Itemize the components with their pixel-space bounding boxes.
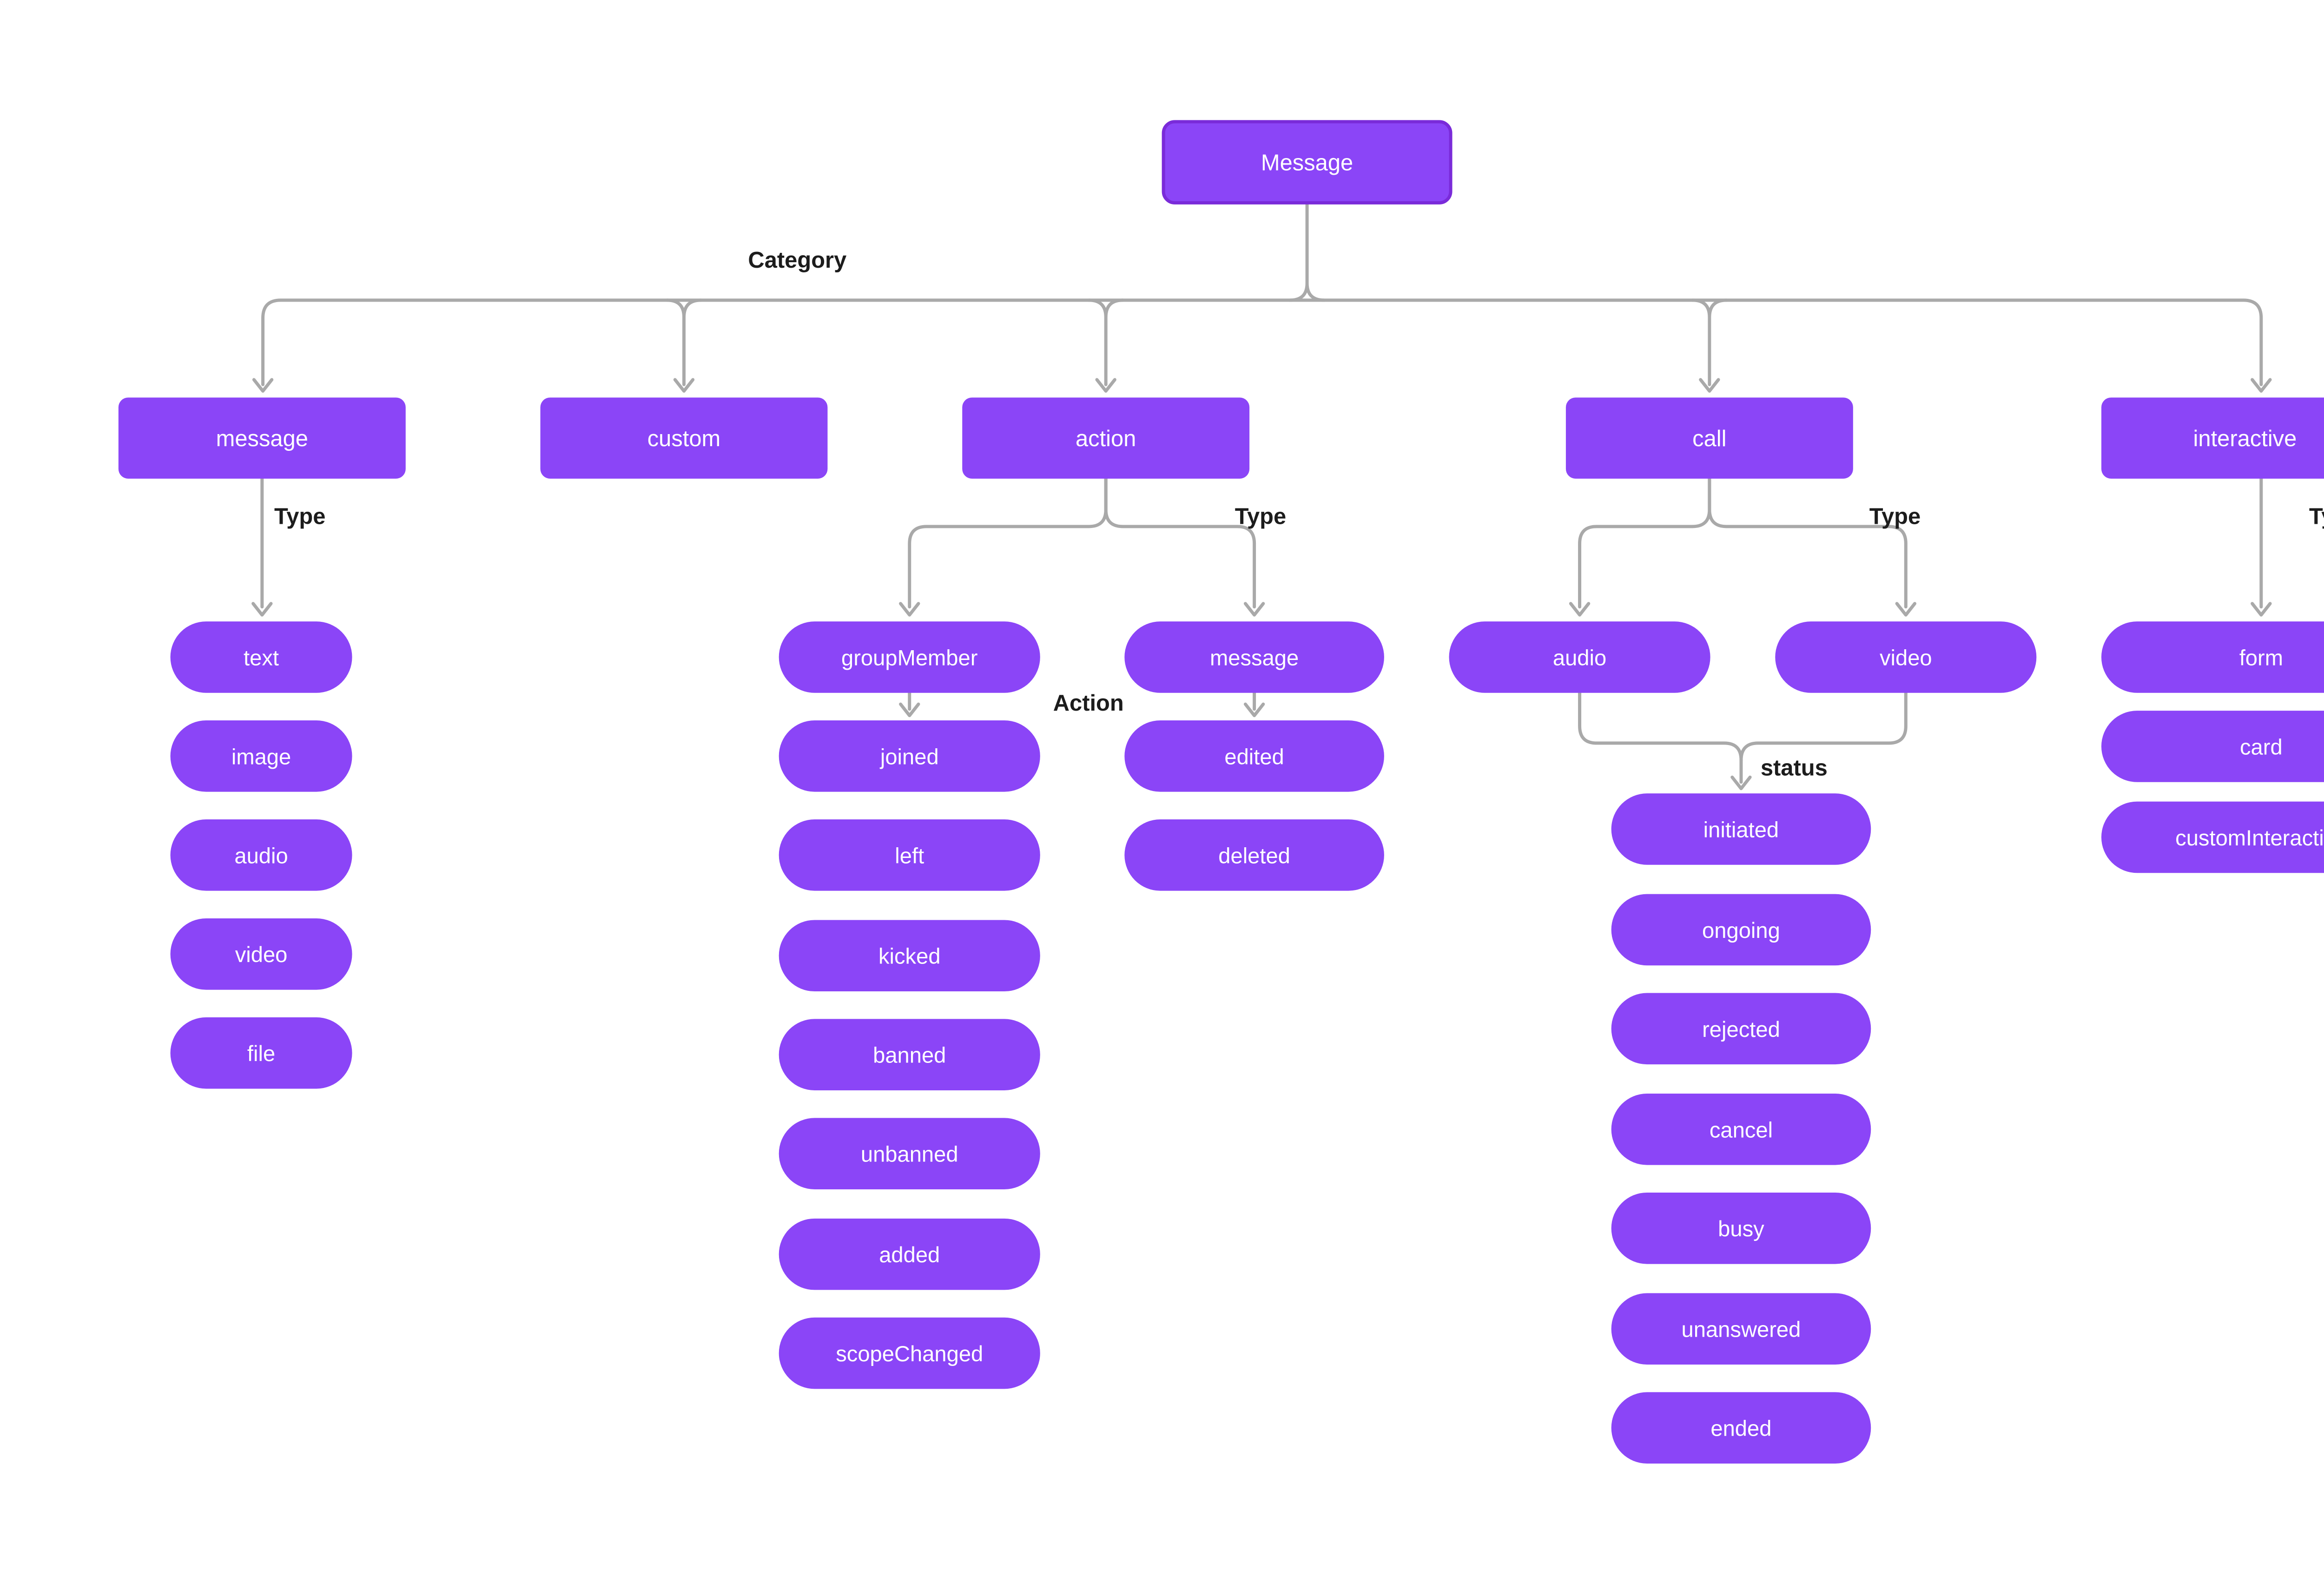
arrowhead-icon — [1895, 602, 1916, 617]
edge-label-action: Action — [1053, 689, 1124, 716]
node-action-left: left — [779, 819, 1040, 891]
node-action-deleted: deleted — [1124, 819, 1384, 891]
edge-label-type-call: Type — [1869, 503, 1921, 529]
edge-call-split-right — [1708, 477, 1908, 609]
node-action-groupmember: groupMember — [779, 621, 1040, 693]
node-action-unbanned: unbanned — [779, 1118, 1040, 1189]
edge-category-bus — [261, 298, 2263, 386]
node-action-added: added — [779, 1218, 1040, 1290]
node-call-status-rejected: rejected — [1611, 993, 1871, 1065]
node-category-call: call — [1565, 397, 1853, 479]
node-action-banned: banned — [779, 1019, 1040, 1091]
edge-action-split-left — [908, 477, 1108, 609]
edge-drop-call — [1690, 298, 1729, 386]
arrowhead-icon — [2251, 602, 2272, 617]
arrowhead-icon — [1095, 378, 1116, 393]
edge-label-category: Category — [748, 246, 847, 273]
node-call-status-unanswered: unanswered — [1611, 1293, 1871, 1365]
edge-drop-action — [1087, 298, 1125, 386]
edge-label-type-interactive: Type — [2309, 503, 2324, 529]
node-interactive-form: form — [2101, 621, 2324, 693]
arrowhead-icon — [673, 378, 695, 393]
node-call-status-initiated: initiated — [1611, 793, 1871, 865]
node-action-message: message — [1124, 621, 1384, 693]
edge-audio-merge — [1578, 691, 1743, 762]
node-category-action: action — [962, 397, 1250, 479]
node-call-video: video — [1775, 621, 2037, 693]
node-root-message: Message — [1162, 120, 1452, 204]
edge-drop-custom — [665, 298, 703, 386]
edge-video-merge — [1739, 691, 1908, 762]
node-action-scopechanged: scopeChanged — [779, 1317, 1040, 1389]
arrowhead-icon — [1730, 775, 1752, 791]
arrowhead-icon — [1243, 602, 1265, 617]
node-action-kicked: kicked — [779, 920, 1040, 992]
edge-root-to-bus — [1288, 203, 1326, 302]
node-interactive-card: card — [2101, 711, 2324, 782]
node-message-type-video: video — [170, 918, 352, 990]
node-message-type-file: file — [170, 1017, 352, 1089]
arrowhead-icon — [2251, 378, 2272, 393]
node-interactive-custominteractive: customInteractive — [2101, 801, 2324, 873]
arrowhead-icon — [1243, 702, 1265, 718]
edge-label-type-message: Type — [274, 503, 326, 529]
node-action-joined: joined — [779, 720, 1040, 792]
node-message-type-image: image — [170, 720, 352, 792]
arrowhead-icon — [899, 602, 920, 617]
node-call-audio: audio — [1449, 621, 1710, 693]
arrowhead-icon — [252, 378, 274, 393]
edge-label-status: status — [1760, 754, 1828, 781]
node-call-status-ended: ended — [1611, 1392, 1871, 1464]
node-action-edited: edited — [1124, 720, 1384, 792]
arrowhead-icon — [1569, 602, 1591, 617]
arrowhead-icon — [1699, 378, 1720, 393]
node-call-status-ongoing: ongoing — [1611, 894, 1871, 966]
node-message-type-audio: audio — [170, 819, 352, 891]
node-message-type-text: text — [170, 621, 352, 693]
node-category-message: message — [118, 397, 406, 479]
edge-label-type-action: Type — [1235, 503, 1287, 529]
node-category-custom: custom — [540, 397, 828, 479]
node-call-status-busy: busy — [1611, 1192, 1871, 1264]
arrowhead-icon — [899, 702, 920, 718]
edge-action-split-right — [1104, 477, 1256, 609]
edge-call-split-left — [1578, 477, 1711, 609]
arrowhead-icon — [251, 602, 273, 617]
node-call-status-cancel: cancel — [1611, 1094, 1871, 1165]
node-category-interactive: interactive — [2101, 397, 2324, 479]
